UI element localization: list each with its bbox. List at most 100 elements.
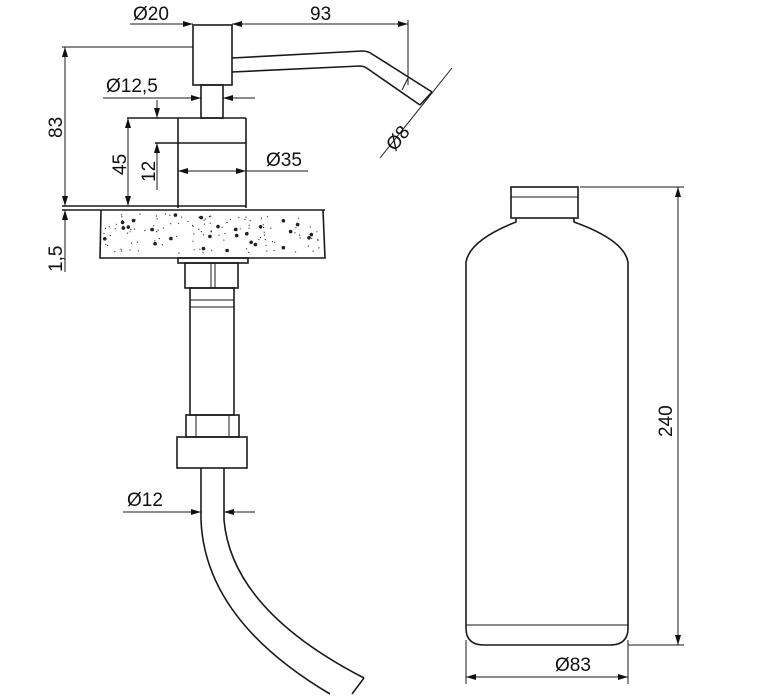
speckle-dot <box>156 215 158 217</box>
speckle-dot <box>153 243 155 245</box>
speckle-dot <box>169 236 173 241</box>
dim-bottle-diameter: Ø83 <box>555 655 591 676</box>
speckle-dot <box>103 237 107 241</box>
speckle-dot <box>109 234 111 237</box>
speckle-dot <box>210 215 212 217</box>
dim-head-diameter: Ø20 <box>133 4 169 25</box>
speckle-dot <box>299 234 301 236</box>
speckle-dot <box>258 225 263 229</box>
speckle-dot <box>129 249 131 251</box>
speckle-dot <box>288 229 293 234</box>
speckle-dot <box>229 218 231 220</box>
speckle-dot <box>193 233 195 235</box>
speckle-dot <box>198 216 200 218</box>
speckle-dot <box>202 252 204 254</box>
speckle-dot <box>199 215 204 220</box>
speckle-dot <box>297 217 299 219</box>
speckle-dot <box>223 239 225 241</box>
speckle-dot <box>282 220 284 222</box>
speckle-dot <box>134 219 136 221</box>
speckle-dot <box>295 227 297 229</box>
speckle-dot <box>130 229 132 231</box>
speckle-dot <box>154 240 156 242</box>
hose-right <box>223 468 365 679</box>
speckle-dot <box>295 222 300 227</box>
speckle-dot <box>204 218 206 220</box>
speckle-dot <box>249 240 253 245</box>
speckle-dot <box>263 226 265 229</box>
speckle-dot <box>271 241 274 243</box>
speckle-dot <box>198 228 200 230</box>
speckle-dot <box>175 235 178 237</box>
speckle-dot <box>225 248 229 253</box>
soap-bottle: 240 Ø83 <box>465 186 684 684</box>
spout-lower <box>231 65 421 106</box>
speckle-dot <box>108 226 110 228</box>
speckle-dot <box>294 232 296 234</box>
speckle-dot <box>114 228 116 230</box>
speckle-dot <box>311 237 313 239</box>
speckle-dot <box>105 243 107 245</box>
speckle-dot <box>139 213 141 215</box>
bottle-neck <box>510 186 579 219</box>
speckle-dot <box>177 222 180 224</box>
dispenser-pump <box>127 24 433 208</box>
speckle-dot <box>224 232 226 235</box>
dim-total-height: 83 <box>46 117 67 138</box>
speckle-dot <box>248 251 250 253</box>
speckle-dot <box>192 240 194 242</box>
speckle-dot <box>307 236 311 240</box>
speckle-dot <box>187 220 189 222</box>
speckle-dot <box>134 228 136 230</box>
speckle-dot <box>318 247 320 249</box>
speckle-dot <box>309 226 311 228</box>
dim-bottle-height: 240 <box>656 405 677 437</box>
speckle-dot <box>312 250 314 252</box>
speckle-dot <box>114 251 116 253</box>
hose-left <box>200 468 331 695</box>
dim-body-diameter: Ø35 <box>266 150 302 171</box>
speckle-dot <box>121 214 123 216</box>
speckle-dot <box>245 231 249 236</box>
speckle-dot <box>120 248 122 250</box>
speckle-dot <box>103 232 105 235</box>
speckle-dot <box>156 218 158 220</box>
speckle-dot <box>262 224 264 226</box>
dim-body-height: 45 <box>110 154 131 175</box>
speckle-dot <box>295 251 297 253</box>
speckle-dot <box>218 234 220 236</box>
speckle-dot <box>317 239 319 241</box>
speckle-dot <box>208 234 212 239</box>
speckle-dot <box>263 234 266 236</box>
speckle-dot <box>221 226 223 228</box>
dim-spout-diameter: Ø8 <box>382 122 414 155</box>
speckle-dot <box>259 236 261 239</box>
speckle-dot <box>274 241 276 243</box>
speckle-dot <box>202 234 204 236</box>
dispenser-dimensions: Ø20 93 Ø8 Ø12,5 83 45 12 Ø35 1,5 Ø12 <box>46 4 453 515</box>
speckle-dot <box>238 216 240 219</box>
mounting-assembly <box>176 257 365 695</box>
speckle-dot <box>210 231 212 233</box>
speckle-dot <box>264 239 266 241</box>
speckle-dot <box>157 229 159 231</box>
speckle-dot <box>130 242 133 244</box>
speckle-dot <box>248 227 250 229</box>
dim-collar-height: 12 <box>139 161 160 182</box>
speckle-dot <box>260 217 262 219</box>
speckle-dot <box>226 222 228 224</box>
speckle-dot <box>121 226 126 230</box>
speckle-dot <box>309 232 314 237</box>
speckle-dot <box>210 230 212 232</box>
speckle-dot <box>150 227 154 232</box>
speckle-dot <box>265 244 267 246</box>
speckle-dot <box>253 242 258 247</box>
speckle-dot <box>153 225 155 227</box>
speckle-dot <box>137 250 139 252</box>
speckle-dot <box>316 231 318 233</box>
speckle-dot <box>126 225 131 229</box>
speckle-dot <box>120 220 125 225</box>
speckle-dot <box>161 244 163 246</box>
speckle-dot <box>199 248 201 250</box>
bottle-body <box>465 218 629 646</box>
